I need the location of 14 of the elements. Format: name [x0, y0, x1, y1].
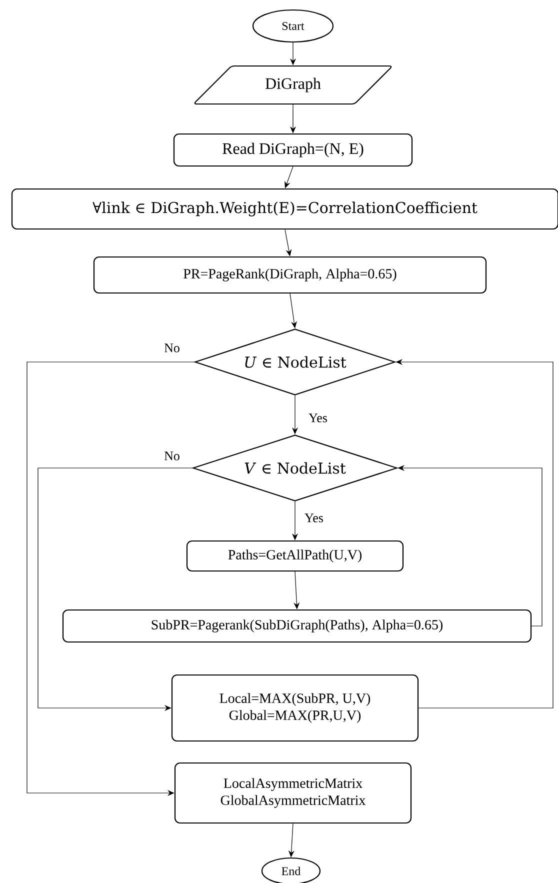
arrow	[284, 166, 294, 188]
process-box: Read DiGraph=(N, E)	[173, 133, 413, 167]
edge-label: Yes	[308, 412, 328, 424]
process-box: LocalAsymmetricMatrix GlobalAsymmetricMatrix	[174, 762, 412, 824]
edge-label: Yes	[304, 512, 324, 524]
terminal-oval: Start	[252, 9, 334, 43]
edge-label: No	[163, 450, 181, 462]
process-box: SubPR=Pagerank(SubDiGraph(Paths), Alpha=0.65)	[62, 609, 532, 643]
process-box: PR=PageRank(DiGraph, Alpha=0.65)	[93, 256, 487, 294]
input-parallelogram: DiGraph	[194, 65, 392, 105]
process-box: ∀link ∈ DiGraph.Weight(E)=CorrelationCoefficient	[11, 188, 558, 230]
process-box: Local=MAX(SubPR, U,V) Global=MAX(PR,U,V)	[171, 674, 419, 742]
process-box: Paths=GetAllPath(U,V)	[186, 540, 404, 572]
edge-label: No	[163, 342, 181, 354]
